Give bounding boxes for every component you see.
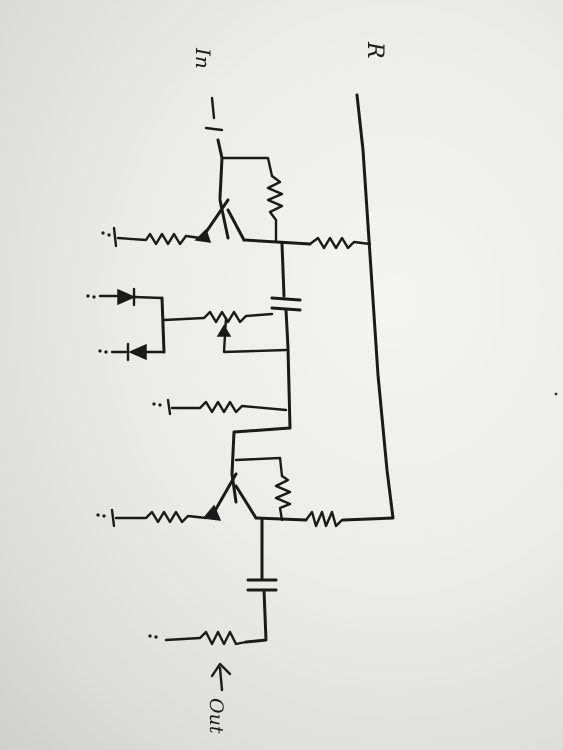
paper-speck <box>554 392 558 396</box>
resistor-output-load <box>164 630 248 646</box>
input-label: In <box>191 47 215 69</box>
mid-node-wire <box>230 346 292 476</box>
output-label: Out <box>205 698 227 734</box>
supply-rail <box>341 93 395 522</box>
mid-bias-ellipsis <box>152 398 172 416</box>
capacitor-c1 <box>270 296 302 350</box>
diode-junction-wire <box>160 296 166 354</box>
q2-collector-node <box>254 516 308 522</box>
resistor-q2-base <box>114 510 208 524</box>
bias-tap-wire <box>222 316 288 354</box>
resistor-q2-collector <box>274 474 292 522</box>
resistor-diode-bias <box>162 310 274 324</box>
lower-diode-ellipsis <box>98 349 108 354</box>
q1-feedback-wire <box>220 156 274 178</box>
q2-base-ellipsis <box>96 508 116 528</box>
upper-diode-ellipsis <box>86 294 96 299</box>
svg-text:In: In <box>191 47 215 69</box>
output-node-wire <box>244 588 268 644</box>
transistor-q2 <box>202 472 258 521</box>
output-ellipsis <box>148 634 158 639</box>
capacitor-c2 <box>246 578 278 592</box>
arrow-left-icon <box>210 662 232 692</box>
q1-base-ellipsis <box>101 226 118 248</box>
transistor-q1 <box>194 198 246 243</box>
resistor-mid-bias <box>170 400 288 414</box>
svg-text:Out: Out <box>205 698 227 734</box>
input-wire <box>216 138 224 200</box>
supply-label: R <box>362 41 387 59</box>
resistor-q1-collector <box>266 174 284 242</box>
resistor-q1-base <box>116 232 202 246</box>
diode-lower <box>110 342 166 362</box>
q2-feedback-wire <box>234 456 284 478</box>
svg-text:R: R <box>362 41 387 59</box>
resistor-pullup-2 <box>304 510 344 528</box>
q1-collector-node <box>242 238 312 246</box>
resistor-pullup-1 <box>308 236 372 250</box>
bias-arrowhead <box>216 324 232 337</box>
input-terminal-bar <box>204 126 224 132</box>
diode-upper <box>98 287 164 307</box>
q1-node-down <box>280 242 286 298</box>
input-terminal-stub <box>210 96 216 120</box>
